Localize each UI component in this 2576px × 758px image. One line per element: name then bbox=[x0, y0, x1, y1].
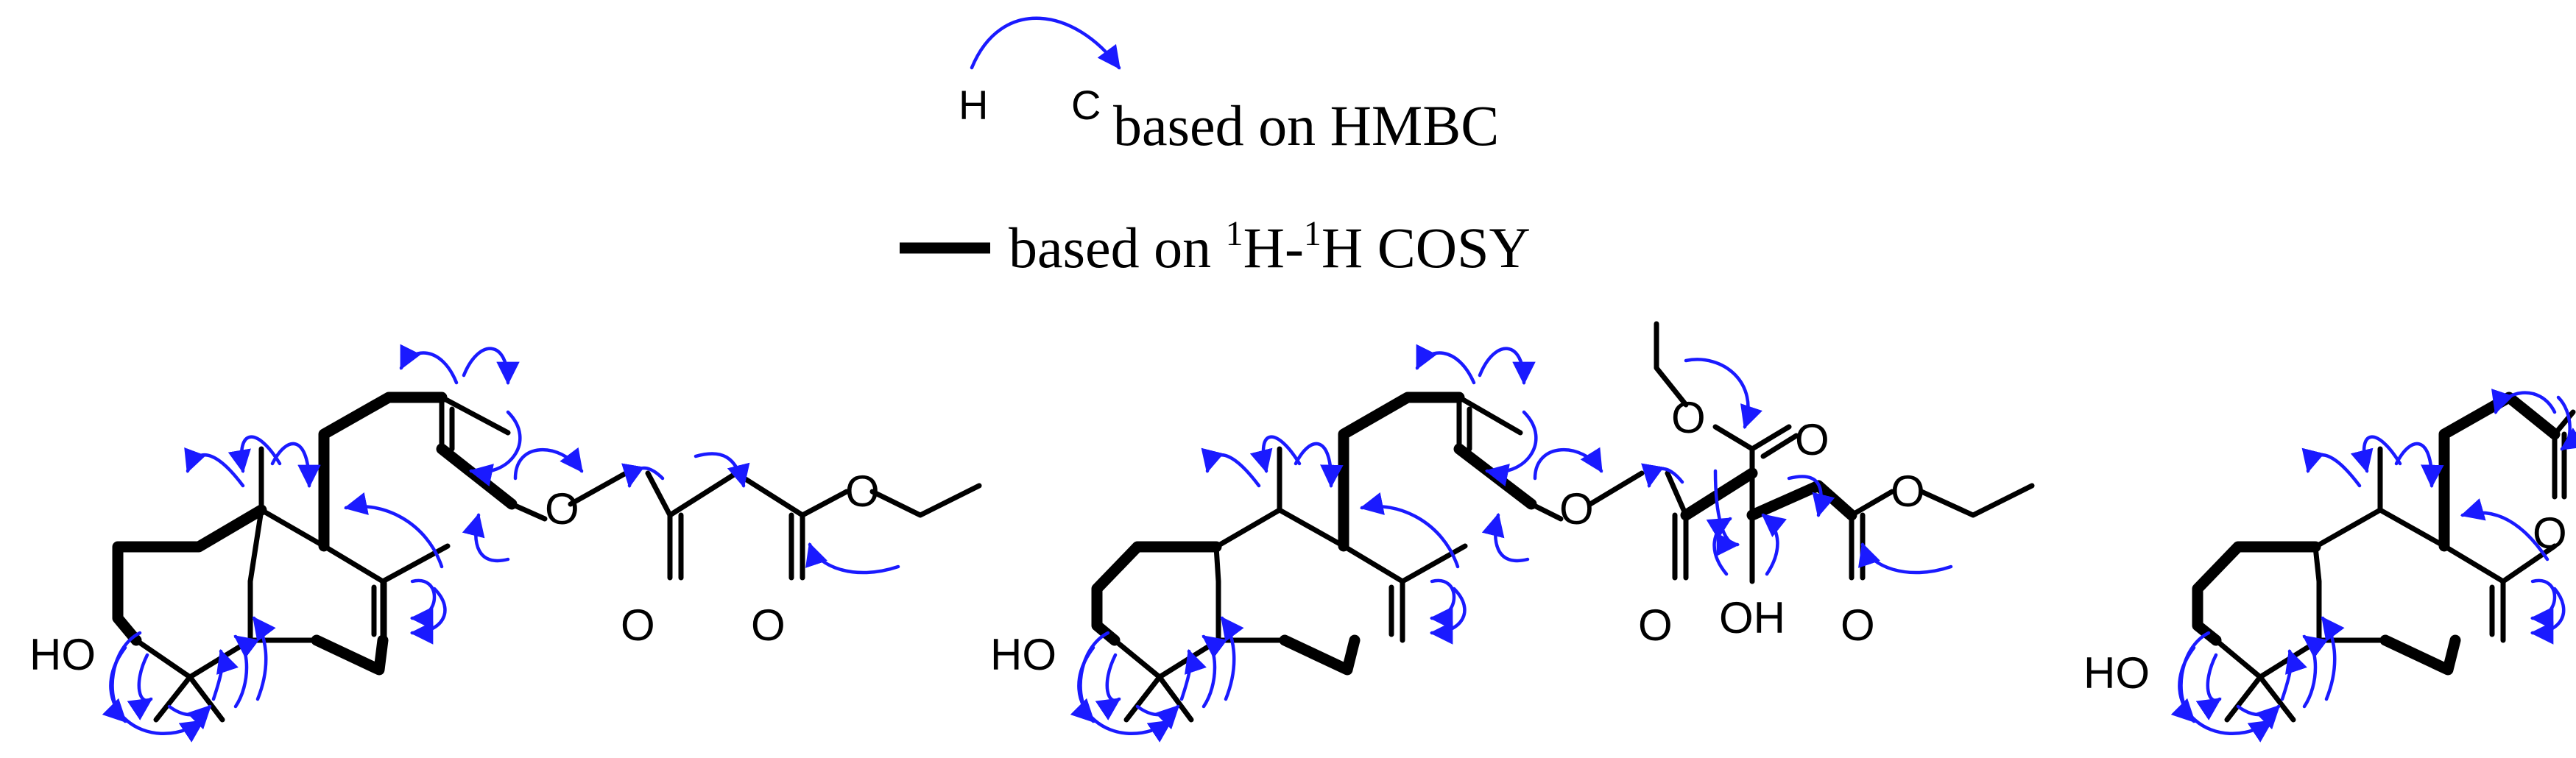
legend-hmbc-c-label: C bbox=[1071, 82, 1101, 128]
compound-1-side-chain bbox=[436, 394, 982, 581]
legend-cosy-row: based on 1H-1H COSY bbox=[900, 214, 1531, 280]
compound-3-structure: HO O bbox=[2083, 389, 2576, 743]
compound-2-ring-c bbox=[1338, 392, 1468, 643]
compound-2-ethoxy-o-right-label: O bbox=[1891, 467, 1925, 516]
compound-1-ho-label: HO bbox=[29, 630, 96, 679]
legend-hmbc-arrow-icon bbox=[970, 16, 1121, 70]
legend-hmbc-text: based on HMBC bbox=[1113, 93, 1499, 157]
compound-1-structure: HO O O O O bbox=[29, 344, 982, 743]
compound-3-ring-c bbox=[2438, 392, 2561, 643]
compound-2-atom-labels: HO O O O O OH O O bbox=[990, 393, 1925, 679]
legend-cosy-h-1: H- bbox=[1243, 216, 1304, 280]
legend-cosy-prefix: based on bbox=[1009, 216, 1226, 280]
compound-2-carbonyl-o2-label: O bbox=[1841, 601, 1875, 650]
compound-3-ketone-o-label: O bbox=[2533, 509, 2567, 558]
compound-2-ester-o-label: O bbox=[1559, 484, 1594, 534]
compound-1-ring-b bbox=[247, 446, 389, 676]
compound-2-ethoxy-o-upper-label: O bbox=[1671, 393, 1706, 442]
legend-cosy-superscript-2: 1 bbox=[1304, 214, 1321, 253]
compound-2-carbonyl-o-upper-label: O bbox=[1795, 415, 1829, 464]
compound-2-oh-label: OH bbox=[1719, 593, 1785, 642]
compound-3-hmbc-arrows bbox=[2170, 389, 2576, 743]
compound-2-hmbc-arrows bbox=[1070, 344, 1953, 743]
legend-cosy-superscript-1: 1 bbox=[1226, 214, 1243, 253]
legend: H C based on HMBC based on 1H-1H COSY bbox=[900, 16, 1531, 280]
legend-hmbc-h-label: H bbox=[959, 82, 988, 128]
compound-1-ester-o-label: O bbox=[545, 484, 579, 534]
legend-hmbc-row: H C based on HMBC bbox=[959, 16, 1499, 157]
compound-2-structure: HO O O O O OH O O bbox=[990, 321, 2035, 743]
compound-1-ring-c bbox=[318, 392, 451, 643]
compound-3-ho-label: HO bbox=[2083, 648, 2150, 698]
compound-2-ho-label: HO bbox=[990, 630, 1056, 679]
compound-1-carbonyl-o2-label: O bbox=[751, 601, 786, 650]
legend-cosy-text: based on 1H-1H COSY bbox=[1009, 214, 1531, 280]
compound-1-atom-labels: HO O O O O bbox=[29, 467, 880, 679]
compound-1-carbonyl-o1-label: O bbox=[621, 601, 655, 650]
compound-1-ethoxy-o-label: O bbox=[845, 467, 880, 516]
compound-1-hmbc-arrows bbox=[102, 344, 900, 743]
compound-3-atom-labels: HO O bbox=[2083, 509, 2567, 698]
compound-2-carbonyl-o1-label: O bbox=[1638, 601, 1673, 650]
compound-2-side-chain bbox=[1453, 321, 2035, 584]
legend-cosy-h-2: H COSY bbox=[1321, 216, 1531, 280]
